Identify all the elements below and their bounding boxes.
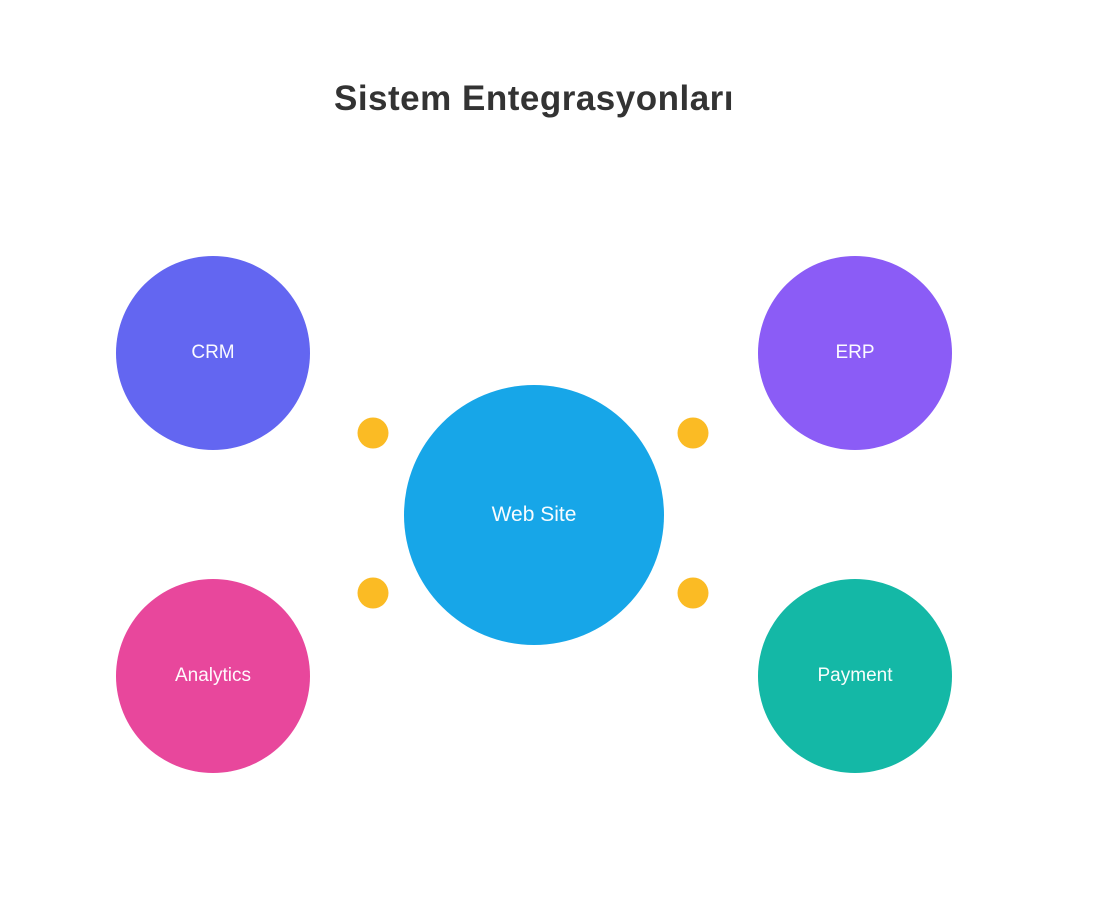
diagram-title: Sistem Entegrasyonları bbox=[333, 79, 735, 118]
node-crm[interactable]: CRM bbox=[116, 256, 310, 450]
connector-dot-bottom-left bbox=[357, 577, 389, 609]
node-payment-label: Payment bbox=[817, 664, 893, 686]
connector-dot-top-left bbox=[357, 417, 389, 449]
connector-dot-bottom-right bbox=[677, 577, 709, 609]
node-erp-label: ERP bbox=[835, 341, 875, 363]
connector-dot-top-right bbox=[677, 417, 709, 449]
node-erp[interactable]: ERP bbox=[758, 256, 952, 450]
node-payment[interactable]: Payment bbox=[758, 579, 952, 773]
node-web-site[interactable]: Web Site bbox=[404, 385, 664, 645]
node-crm-label: CRM bbox=[191, 341, 235, 363]
node-analytics-label: Analytics bbox=[174, 664, 252, 686]
node-analytics[interactable]: Analytics bbox=[116, 579, 310, 773]
node-web-site-label: Web Site bbox=[491, 503, 577, 527]
